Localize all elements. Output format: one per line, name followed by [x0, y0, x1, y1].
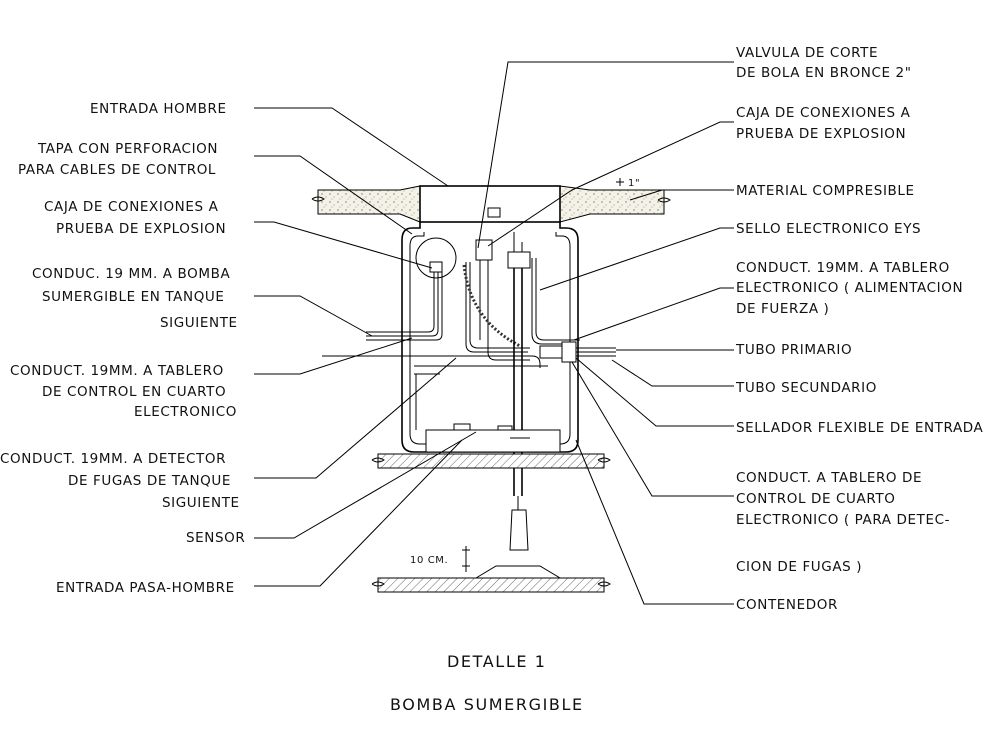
label-sensor: SENSOR	[186, 530, 245, 546]
label-cond-cuarto-line4: CION DE FUGAS )	[736, 559, 862, 575]
label-cond-fugas-line2: DE FUGAS DE TANQUE	[68, 473, 231, 489]
label-caja-left-line2: PRUEBA DE EXPLOSION	[56, 221, 226, 237]
label-contenedor: CONTENEDOR	[736, 597, 838, 613]
label-material-compresible: MATERIAL COMPRESIBLE	[736, 183, 915, 199]
label-cond-control-line3: ELECTRONICO	[134, 404, 237, 420]
label-caja-left-line1: CAJA DE CONEXIONES A	[44, 199, 219, 215]
dimension-10cm: 10 CM.	[410, 555, 448, 566]
manhole-cover	[419, 185, 561, 223]
label-cond-bomba-line1: CONDUC. 19 MM. A BOMBA	[32, 266, 230, 282]
pasa-hombre-base	[371, 565, 611, 593]
label-valvula-line1: VALVULA DE CORTE	[736, 45, 878, 61]
valve-assembly	[475, 232, 531, 551]
conduits	[322, 258, 580, 430]
title-detalle: DETALLE 1	[447, 652, 547, 671]
label-cond-cuarto-line1: CONDUCT. A TABLERO DE	[736, 470, 922, 486]
label-caja-right-line2: PRUEBA DE EXPLOSION	[736, 126, 906, 142]
title-bomba-sumergible: BOMBA SUMERGIBLE	[390, 695, 584, 714]
label-cond-cuarto-line3: ELECTRONICO ( PARA DETEC-	[736, 512, 950, 528]
label-cond-bomba-line2: SUMERGIBLE EN TANQUE	[42, 289, 225, 305]
label-tubo-secundario: TUBO SECUNDARIO	[735, 380, 877, 396]
label-sello-electronico: SELLO ELECTRONICO EYS	[736, 221, 921, 237]
explosion-proof-box-left	[415, 237, 457, 279]
dimension-marks	[462, 178, 624, 572]
label-tapa-line2: PARA CABLES DE CONTROL	[18, 162, 216, 178]
label-valvula-line2: DE BOLA EN BRONCE 2"	[736, 65, 912, 81]
sensor-plate	[425, 423, 561, 453]
dimension-one-inch: 1"	[628, 178, 640, 189]
label-cond-bomba-line3: SIGUIENTE	[160, 315, 238, 331]
leader-lines	[254, 61, 734, 605]
label-cond-fuerza-line1: CONDUCT. 19MM. A TABLERO	[736, 260, 950, 276]
label-pasa-hombre: ENTRADA PASA-HOMBRE	[56, 580, 235, 596]
label-cond-fuerza-line3: DE FUERZA )	[736, 301, 829, 317]
label-entrada-hombre: ENTRADA HOMBRE	[90, 101, 227, 117]
label-cond-cuarto-line2: CONTROL DE CUARTO	[736, 491, 895, 507]
label-cond-fugas-line1: CONDUCT. 19MM. A DETECTOR	[0, 451, 226, 467]
label-cond-fugas-line3: SIGUIENTE	[162, 495, 240, 511]
label-cond-fuerza-line2: ELECTRONICO ( ALIMENTACION	[736, 280, 963, 296]
slab-bottom	[371, 453, 611, 469]
entry-seal	[539, 341, 616, 363]
label-cond-control-line2: DE CONTROL EN CUARTO	[42, 384, 226, 400]
label-tapa-line1: TAPA CON PERFORACION	[37, 141, 218, 157]
label-sellador-flexible: SELLADOR FLEXIBLE DE ENTRADA	[736, 420, 984, 436]
label-caja-right-line1: CAJA DE CONEXIONES A	[736, 105, 911, 121]
label-cond-control-line1: CONDUCT. 19MM. A TABLERO	[10, 363, 224, 379]
label-tubo-primario: TUBO PRIMARIO	[735, 342, 852, 358]
